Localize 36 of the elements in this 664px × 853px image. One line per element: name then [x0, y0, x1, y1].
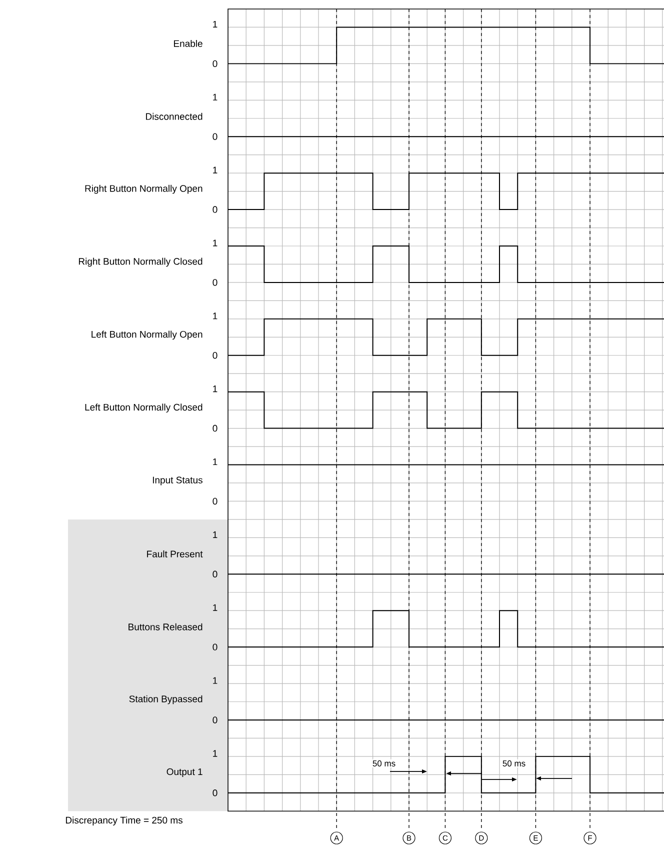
- dimension-label: 50 ms: [371, 759, 397, 768]
- level-label: 0: [212, 790, 218, 796]
- level-label: 1: [213, 166, 218, 174]
- level-label: 0: [212, 352, 218, 359]
- level-label: 0: [212, 644, 218, 650]
- note-text: Discrepancy Time = 250 ms: [66, 816, 182, 826]
- signal-label: Right Button Normally Closed: [78, 258, 202, 267]
- level-label: 1: [213, 531, 218, 538]
- signal-label: Left Button Normally Closed: [85, 404, 202, 412]
- level-label: 1: [213, 94, 218, 100]
- level-label: 0: [212, 570, 218, 578]
- level-label: 1: [213, 677, 218, 684]
- level-label: 1: [213, 312, 218, 320]
- level-label: 0: [212, 279, 218, 286]
- dimension-label: 50 ms: [501, 759, 527, 768]
- signal-label: Enable: [174, 40, 202, 47]
- level-label: 1: [213, 20, 218, 28]
- signal-label: Station Bypassed: [129, 695, 202, 704]
- signal-label: Input Status: [152, 476, 202, 486]
- level-label: 0: [212, 206, 218, 213]
- signal-label: Disconnected: [146, 112, 202, 120]
- signal-label: Fault Present: [147, 550, 203, 558]
- level-label: 1: [213, 750, 218, 757]
- signal-label: Right Button Normally Open: [85, 184, 202, 194]
- level-label: 0: [212, 133, 218, 140]
- signal-label: Buttons Released: [128, 623, 202, 630]
- level-label: 0: [212, 498, 218, 505]
- level-label: 1: [213, 458, 218, 466]
- level-label: 1: [213, 240, 218, 246]
- level-label: 0: [212, 60, 218, 68]
- signal-label: Left Button Normally Open: [92, 330, 202, 340]
- level-label: 1: [213, 604, 218, 611]
- level-label: 0: [212, 424, 218, 432]
- level-label: 0: [212, 716, 218, 724]
- signal-label: Output 1: [166, 768, 202, 777]
- level-label: 1: [213, 386, 218, 392]
